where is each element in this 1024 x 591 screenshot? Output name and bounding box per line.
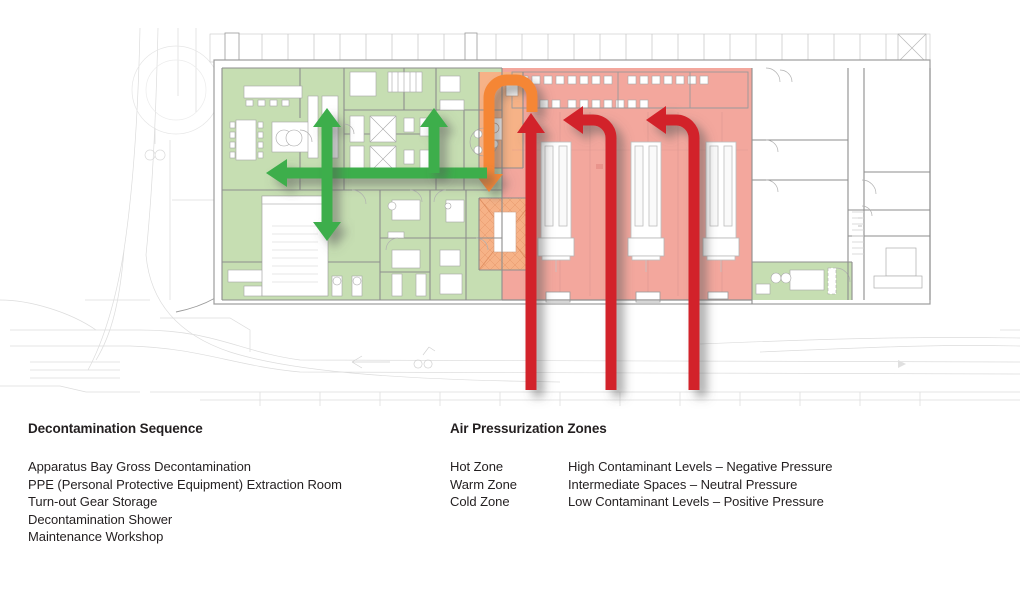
fire-apparatus-3	[702, 141, 740, 272]
floor-plan-svg	[0, 27, 1021, 406]
fire-apparatus-2	[627, 141, 665, 272]
list-item: PPE (Personal Protective Equipment) Extr…	[28, 476, 342, 492]
floor-plan-diagram	[0, 27, 1021, 406]
table-row: Cold Zone Low Contaminant Levels – Positi…	[450, 493, 833, 511]
table-row: Hot Zone High Contaminant Levels – Negati…	[450, 458, 833, 476]
legend-area: Decontamination Sequence Apparatus Bay G…	[0, 410, 1024, 591]
list-item: Maintenance Workshop	[28, 529, 164, 545]
site-context-linework	[0, 27, 1021, 406]
decontamination-sequence-heading: Decontamination Sequence	[28, 421, 203, 436]
list-item: Decontamination Shower	[28, 511, 173, 527]
zone-label: Cold Zone	[450, 494, 510, 510]
decontamination-sequence-list: Apparatus Bay Gross Decontamination PPE …	[28, 458, 342, 546]
table-row: Warm Zone Intermediate Spaces – Neutral P…	[450, 476, 833, 494]
list-item: Apparatus Bay Gross Decontamination	[28, 459, 251, 474]
door-swings	[299, 69, 851, 283]
decon-flow-vertical-double-arrow	[313, 108, 341, 241]
apparatus-bay-airflow-3-arrow	[646, 106, 700, 390]
apparatus-bay	[502, 71, 752, 303]
right-wing-fixtures	[852, 211, 923, 289]
cold-zone-walls	[221, 67, 503, 301]
decon-flow-horizontal-arrow	[266, 159, 487, 187]
zone-description: Intermediate Spaces – Neutral Pressure	[568, 476, 798, 492]
apparatus-bay-airflow-1-arrow	[517, 113, 545, 390]
right-wing-doors	[765, 67, 877, 217]
air-pressurization-zones-heading: Air Pressurization Zones	[450, 421, 607, 436]
air-pressurization-zones-list: Hot Zone High Contaminant Levels – Negati…	[450, 458, 833, 511]
zone-description: High Contaminant Levels – Negative Press…	[568, 459, 833, 474]
zone-description: Low Contaminant Levels – Positive Pressu…	[568, 494, 824, 510]
zone-label: Hot Zone	[450, 459, 504, 474]
fire-apparatus-1	[537, 141, 575, 272]
decon-flow-vertical-up-arrow	[420, 108, 448, 173]
zone-label: Warm Zone	[450, 476, 517, 492]
apparatus-bay-airflow-2-arrow	[563, 106, 617, 390]
list-item: Turn-out Gear Storage	[28, 494, 158, 510]
